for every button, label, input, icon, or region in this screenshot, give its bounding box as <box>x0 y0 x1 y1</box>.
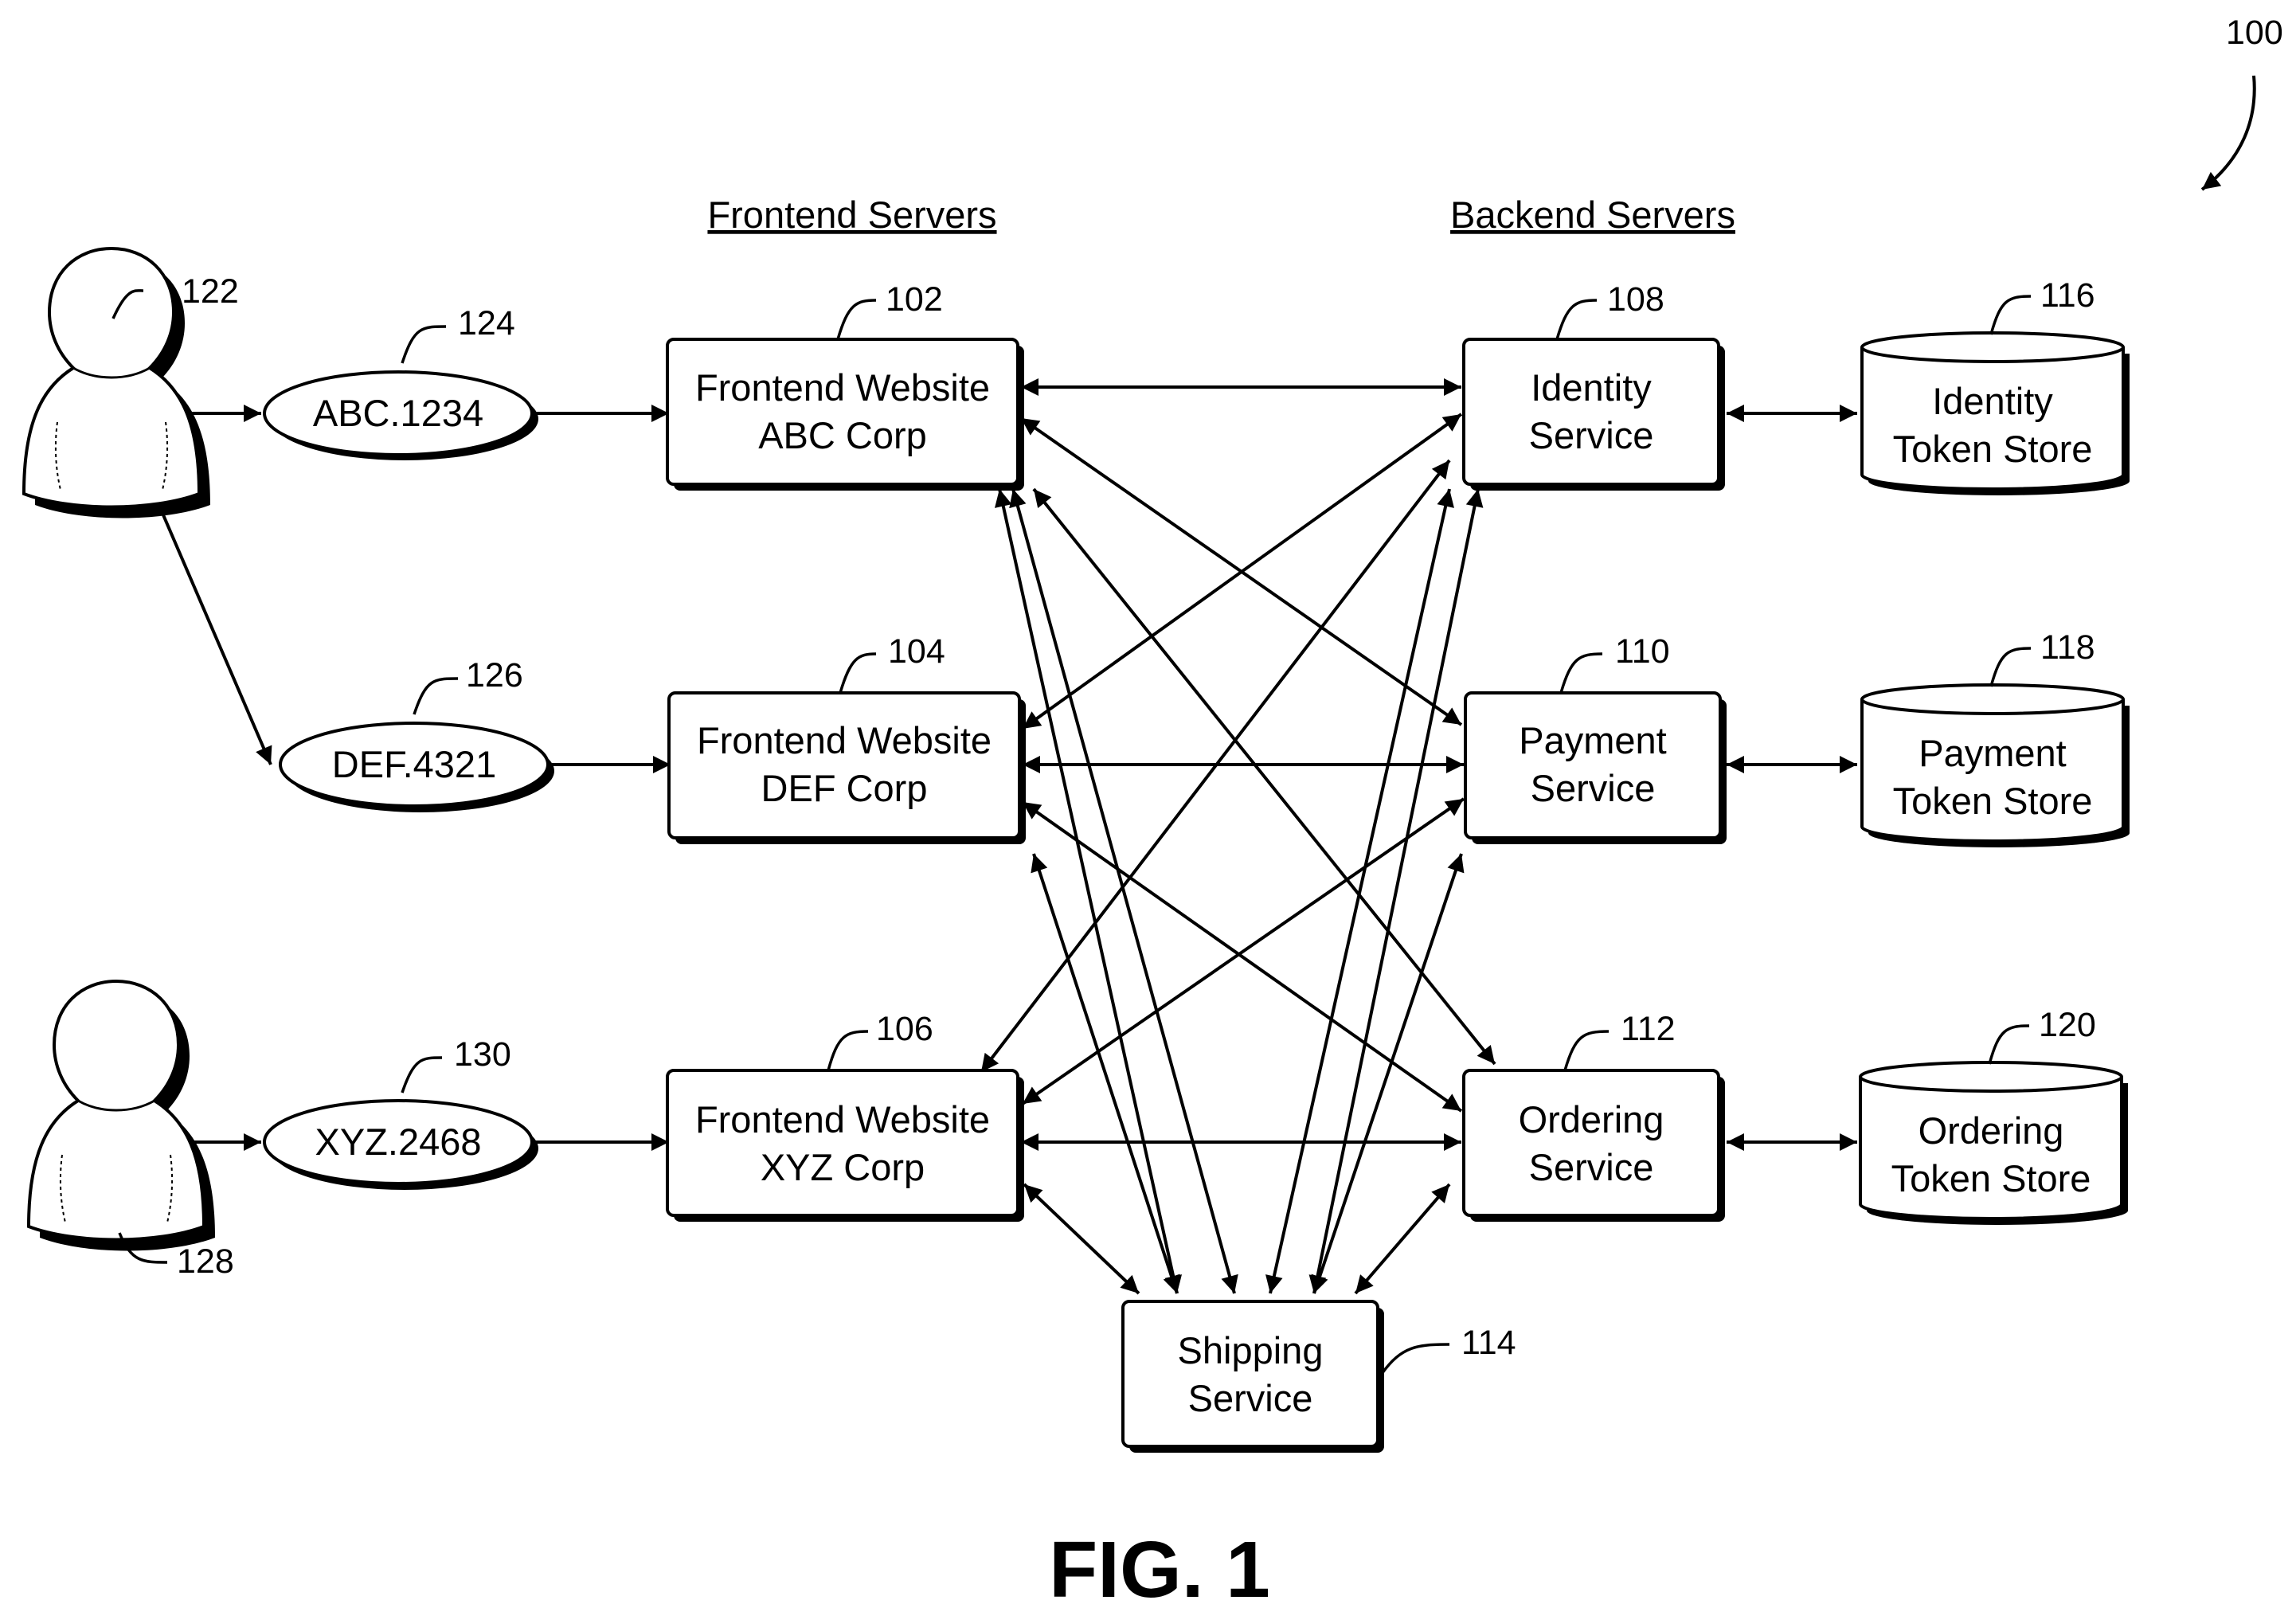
ref-104: 104 <box>888 632 945 671</box>
ref-120: 120 <box>2039 1006 2096 1044</box>
arrow-user1-def <box>159 506 271 765</box>
link-xyz-shipping <box>1024 1184 1139 1293</box>
leader-110 <box>1561 654 1602 693</box>
token-xyz: XYZ.2468 <box>264 1101 538 1190</box>
ref-126: 126 <box>466 656 523 694</box>
ref-110: 110 <box>1615 632 1670 671</box>
frontend-servers-header: Frontend Servers <box>707 194 996 236</box>
identity-service-box: Identity Service <box>1464 339 1725 491</box>
identity-service-line2: Service <box>1529 414 1654 456</box>
frontend-abc-box: Frontend Website ABC Corp <box>667 339 1024 491</box>
ref-124: 124 <box>458 304 515 342</box>
frontend-abc-line1: Frontend Website <box>695 366 990 409</box>
frontend-def-line2: DEF Corp <box>761 767 928 809</box>
figure-caption: FIG. 1 <box>1049 1525 1270 1608</box>
ref-112: 112 <box>1621 1010 1676 1048</box>
ref-128: 128 <box>177 1242 234 1281</box>
identity-store-line1: Identity <box>1932 380 2053 422</box>
leader-114 <box>1382 1344 1449 1374</box>
token-def-label: DEF.4321 <box>332 743 496 785</box>
link-abc-ordering <box>1034 489 1495 1064</box>
ordering-store-line1: Ordering <box>1919 1109 2064 1152</box>
frontend-xyz-line1: Frontend Website <box>695 1098 990 1140</box>
ordering-store-line2: Token Store <box>1891 1157 2091 1199</box>
frontend-def-line1: Frontend Website <box>697 719 992 761</box>
link-ordering-shipping <box>1355 1184 1449 1293</box>
ref-108: 108 <box>1607 280 1664 319</box>
ordering-token-store: Ordering Token Store <box>1860 1062 2128 1225</box>
leader-112 <box>1565 1031 1609 1070</box>
ref-114: 114 <box>1461 1324 1516 1362</box>
link-def-identity <box>1023 414 1461 729</box>
payment-service-line2: Service <box>1531 767 1656 809</box>
frontend-xyz-line2: XYZ Corp <box>761 1146 925 1188</box>
ref-116: 116 <box>2040 276 2095 315</box>
token-abc-label: ABC.1234 <box>313 392 483 434</box>
ref-118: 118 <box>2040 628 2095 667</box>
payment-store-line1: Payment <box>1919 732 2066 774</box>
shipping-service-box: Shipping Service <box>1123 1301 1384 1453</box>
payment-store-line2: Token Store <box>1893 780 2093 822</box>
ordering-service-line1: Ordering <box>1519 1098 1664 1140</box>
leader-130 <box>402 1058 442 1093</box>
leader-126 <box>414 679 458 714</box>
leader-124 <box>402 327 446 363</box>
link-def-ordering <box>1023 802 1461 1111</box>
leader-120 <box>1989 1026 2029 1064</box>
shipping-service-line2: Service <box>1188 1377 1313 1419</box>
figure-ref-arrow <box>2202 76 2255 190</box>
link-identity-shipping-2 <box>1314 489 1478 1293</box>
link-payment-shipping <box>1314 854 1461 1293</box>
ref-122: 122 <box>182 272 239 311</box>
ordering-service-line2: Service <box>1529 1146 1654 1188</box>
ordering-service-box: Ordering Service <box>1464 1070 1725 1222</box>
user-icon-128 <box>29 981 215 1251</box>
token-abc: ABC.1234 <box>264 372 538 460</box>
identity-store-line2: Token Store <box>1893 428 2093 470</box>
identity-service-line1: Identity <box>1531 366 1652 409</box>
token-xyz-label: XYZ.2468 <box>315 1121 481 1163</box>
token-def: DEF.4321 <box>280 723 554 812</box>
leader-102 <box>838 300 876 339</box>
shipping-service-line1: Shipping <box>1178 1329 1324 1371</box>
ref-106: 106 <box>876 1010 933 1048</box>
ref-102: 102 <box>886 280 943 319</box>
figure-ref: 100 <box>2226 14 2283 52</box>
frontend-abc-line2: ABC Corp <box>758 414 927 456</box>
payment-service-box: Payment Service <box>1465 693 1727 844</box>
link-xyz-payment <box>1023 799 1464 1104</box>
leader-118 <box>1991 648 2031 687</box>
frontend-def-box: Frontend Website DEF Corp <box>669 693 1026 844</box>
link-def-shipping <box>1034 854 1177 1293</box>
payment-token-store: Payment Token Store <box>1862 685 2130 847</box>
payment-service-line1: Payment <box>1519 719 1666 761</box>
ref-130: 130 <box>454 1035 511 1074</box>
frontend-xyz-box: Frontend Website XYZ Corp <box>667 1070 1024 1222</box>
leader-116 <box>1991 296 2031 335</box>
identity-token-store: Identity Token Store <box>1862 333 2130 495</box>
leader-104 <box>840 654 876 693</box>
backend-servers-header: Backend Servers <box>1450 194 1735 236</box>
leader-108 <box>1557 300 1597 339</box>
leader-106 <box>828 1031 868 1070</box>
